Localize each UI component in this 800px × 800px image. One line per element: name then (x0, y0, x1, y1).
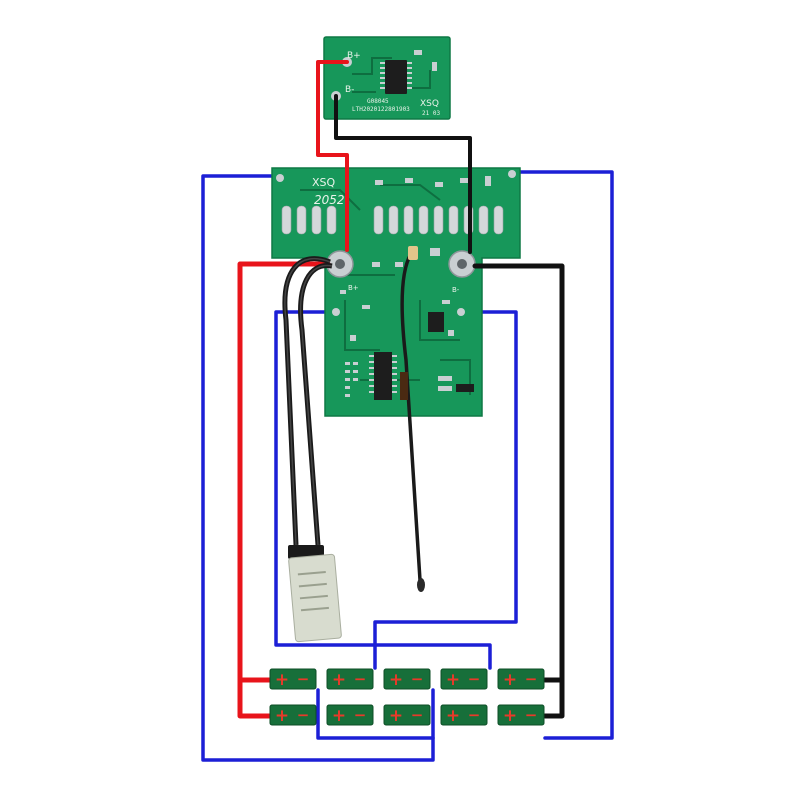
sub-board-code-1: G08045 (367, 98, 389, 105)
ntc-sensor-icon (282, 256, 342, 643)
battery-cell: +− (497, 704, 545, 726)
cell-minus-symbol: − (411, 706, 424, 724)
battery-cell: +− (269, 704, 317, 726)
balance-wire-inner-right (373, 310, 518, 670)
cell-minus-symbol: − (525, 670, 538, 688)
main-board-label-b-minus: B- (452, 286, 460, 294)
protection-sub-board: B+ B- G08045 LTH2020122801903 XSQ 21 03 (323, 36, 451, 120)
ic-chip-icon (380, 60, 412, 94)
balance-pad-3 (332, 308, 340, 316)
cell-plus-symbol: + (389, 706, 403, 726)
cell-plus-symbol: + (332, 706, 346, 726)
cell-minus-symbol: − (468, 706, 481, 724)
ic-chip-icon (369, 352, 397, 400)
balance-pad-2 (508, 170, 516, 178)
main-board-label-b-plus: B+ (348, 284, 359, 292)
cell-plus-symbol: + (503, 706, 517, 726)
sub-board-code-2: LTH2020122801903 (352, 106, 410, 113)
cell-plus-symbol: + (446, 706, 460, 726)
cell-plus-symbol: + (446, 670, 460, 690)
cell-minus-symbol: − (354, 670, 367, 688)
cell-plus-symbol: + (275, 670, 289, 690)
balance-wire-outer-right (510, 170, 614, 740)
main-board-brand: XSQ (312, 176, 336, 189)
cell-plus-symbol: + (389, 670, 403, 690)
cell-plus-symbol: + (275, 706, 289, 726)
cell-plus-symbol: + (503, 670, 517, 690)
component-group-right (373, 205, 504, 235)
red-wire-main-to-cells (237, 261, 331, 719)
battery-cell: +− (383, 704, 431, 726)
battery-cell: +− (440, 704, 488, 726)
black-wire-sub-to-main (334, 94, 472, 254)
temperature-probe-icon (400, 246, 425, 592)
balance-wires (201, 170, 614, 762)
sub-board-date: 21 03 (422, 110, 440, 117)
component-group-left (281, 205, 337, 235)
main-board-code: 2052 (314, 193, 345, 207)
cell-plus-symbol: + (332, 670, 346, 690)
main-pad-b-minus (448, 250, 476, 278)
balance-pad-1 (276, 174, 284, 182)
cell-minus-symbol: − (468, 670, 481, 688)
battery-cell: +− (326, 704, 374, 726)
cell-minus-symbol: − (297, 706, 310, 724)
power-wires (237, 60, 565, 719)
cell-minus-symbol: − (354, 706, 367, 724)
main-board-pcb (271, 167, 521, 417)
battery-cell: +− (440, 668, 488, 690)
balance-wire-bottom-loop (316, 688, 435, 740)
cell-minus-symbol: − (525, 706, 538, 724)
sub-board-label-b-minus: B- (345, 85, 354, 95)
main-bms-board: XSQ 2052 B+ B- (271, 167, 521, 417)
sub-board-label-b-plus: B+ (347, 51, 361, 61)
balance-wire-inner-left (274, 310, 492, 670)
balance-pad-4 (457, 308, 465, 316)
battery-cell: +− (326, 668, 374, 690)
cell-minus-symbol: − (411, 670, 424, 688)
red-wire-sub-to-main (316, 60, 349, 252)
battery-cell: +− (383, 668, 431, 690)
battery-cell: +− (269, 668, 317, 690)
sub-board-brand: XSQ (420, 99, 439, 109)
black-wire-main-to-cells (472, 263, 565, 719)
battery-cells: +−+−+−+−+−+−+−+−+−+− (269, 668, 545, 726)
cell-minus-symbol: − (297, 670, 310, 688)
battery-cell: +− (497, 668, 545, 690)
